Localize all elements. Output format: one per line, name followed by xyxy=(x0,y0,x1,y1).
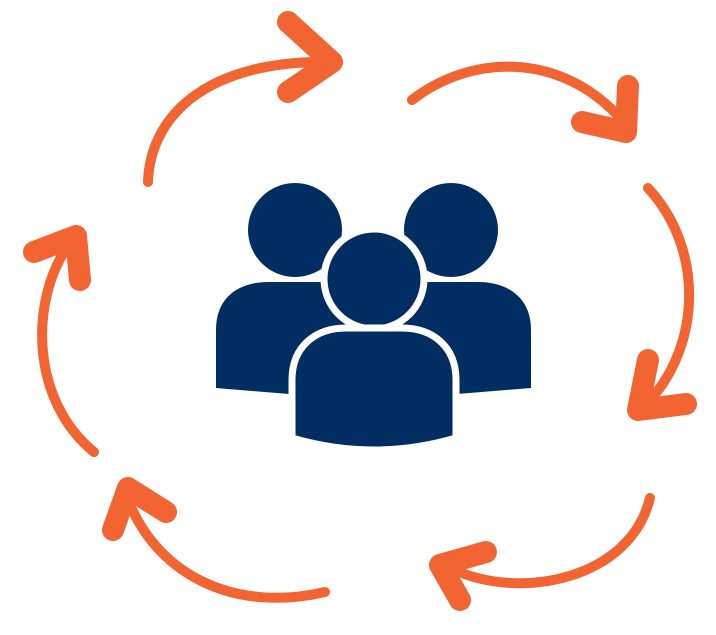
arrow-icon xyxy=(429,493,655,611)
arrow-icon xyxy=(627,183,697,421)
arrow-icon xyxy=(407,61,639,143)
cycle-arrows xyxy=(23,11,697,611)
people-group-icon xyxy=(216,183,531,454)
arrow-icon xyxy=(143,11,343,187)
person-icon xyxy=(288,225,460,454)
arrow-icon xyxy=(23,225,99,457)
arrow-icon xyxy=(102,477,330,603)
